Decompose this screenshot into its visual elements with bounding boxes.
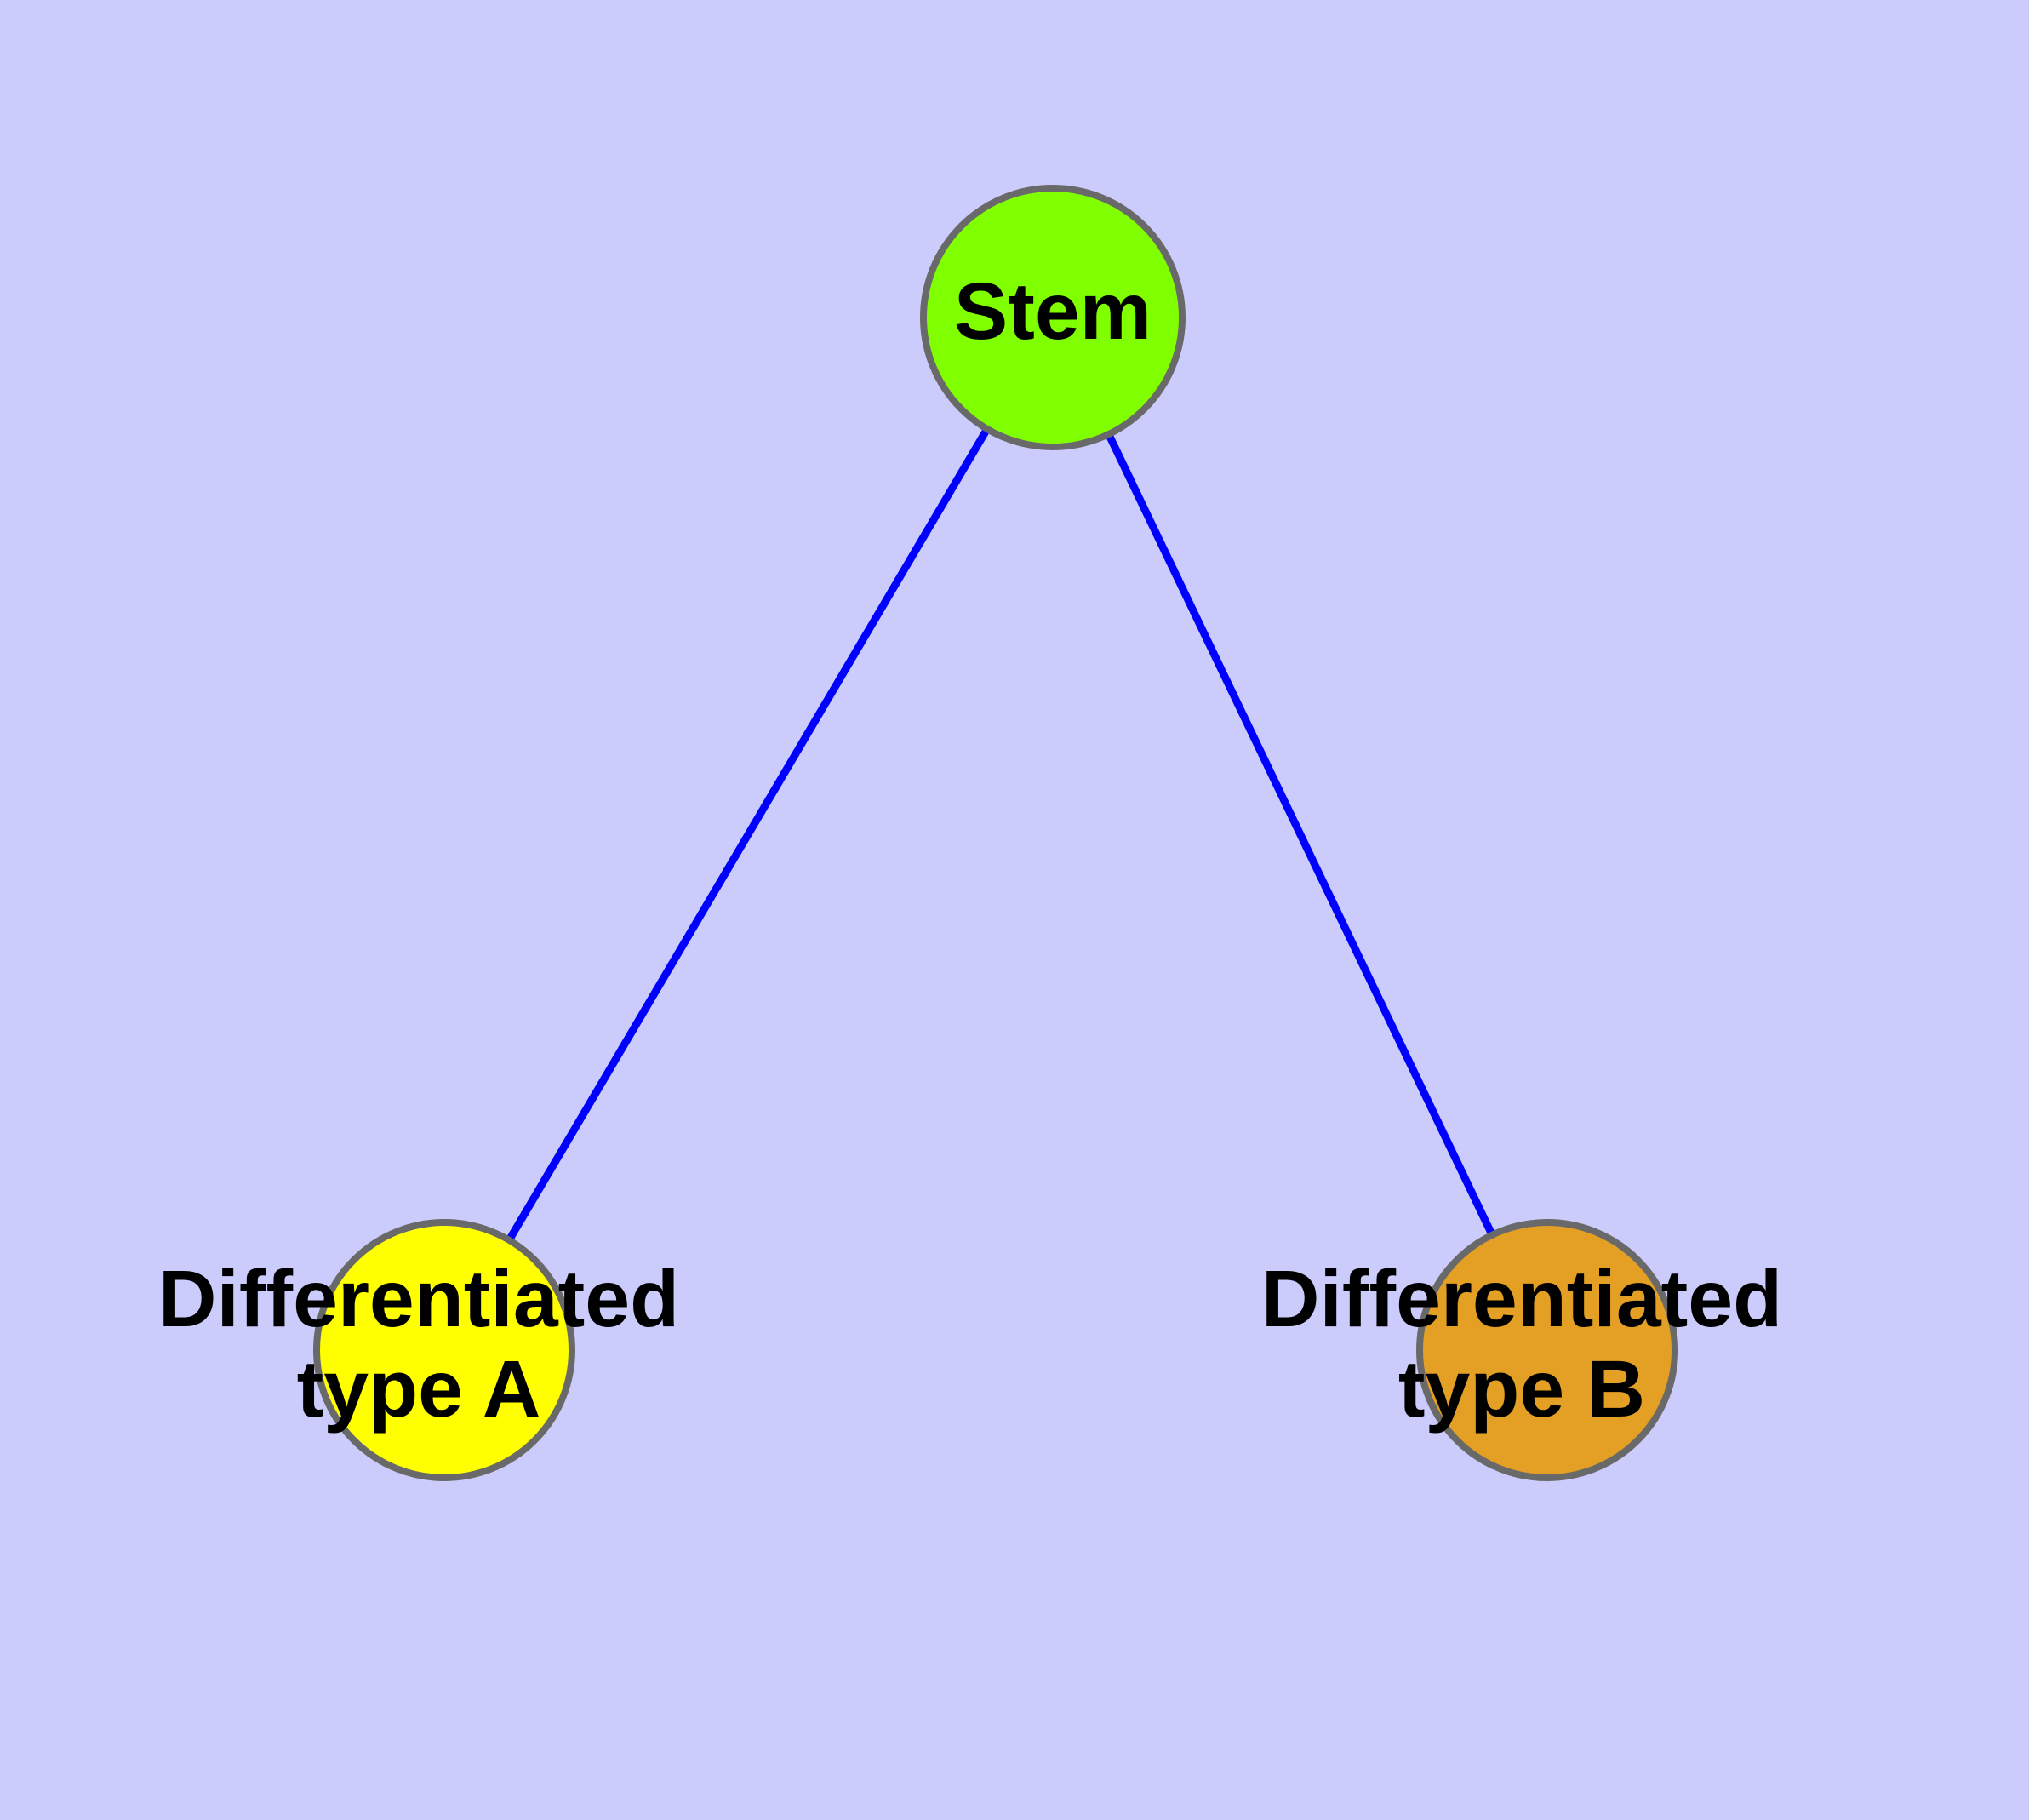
graph-node-diff_a[interactable] [313,1219,575,1481]
label-line: type A [297,1344,541,1434]
graph-node-label-stem: Stem [954,266,1152,357]
label-line: Differentiated [158,1254,679,1344]
graph-node-diff_b[interactable] [1416,1219,1678,1481]
label-line: type B [1398,1344,1645,1434]
node-layer [313,185,1678,1481]
graph-edge[interactable] [1049,316,1552,1352]
label-line: Stem [954,266,1152,357]
graph-node-stem[interactable] [920,185,1186,450]
label-line: Differentiated [1261,1254,1782,1344]
edge-layer [441,315,1552,1353]
graph-edge[interactable] [441,315,1056,1353]
